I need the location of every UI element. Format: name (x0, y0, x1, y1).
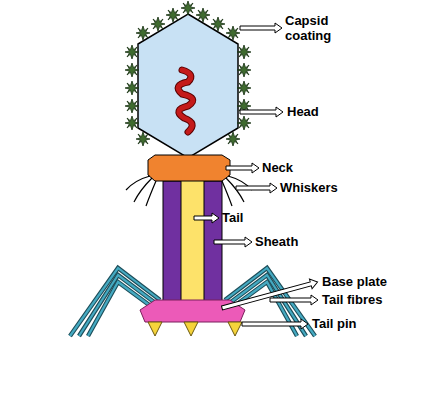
part-label: Tail (222, 210, 282, 225)
part-label: Capsid coating (285, 13, 349, 43)
whiskers (126, 176, 252, 206)
tail-pins (148, 322, 242, 336)
part-label: Tail fibres (322, 292, 422, 307)
part-label: Tail pin (312, 316, 412, 331)
label-arrows (194, 23, 319, 329)
capsid-coating (125, 1, 251, 146)
part-label: Neck (262, 160, 342, 175)
base-plate (140, 300, 245, 322)
neck-collar (148, 155, 230, 181)
part-label: Whiskers (280, 180, 360, 195)
head-capsid (138, 14, 238, 158)
part-label: Head (287, 104, 367, 119)
dna-strand (178, 70, 193, 132)
part-label: Base plate (322, 274, 422, 289)
part-label: Sheath (255, 234, 335, 249)
